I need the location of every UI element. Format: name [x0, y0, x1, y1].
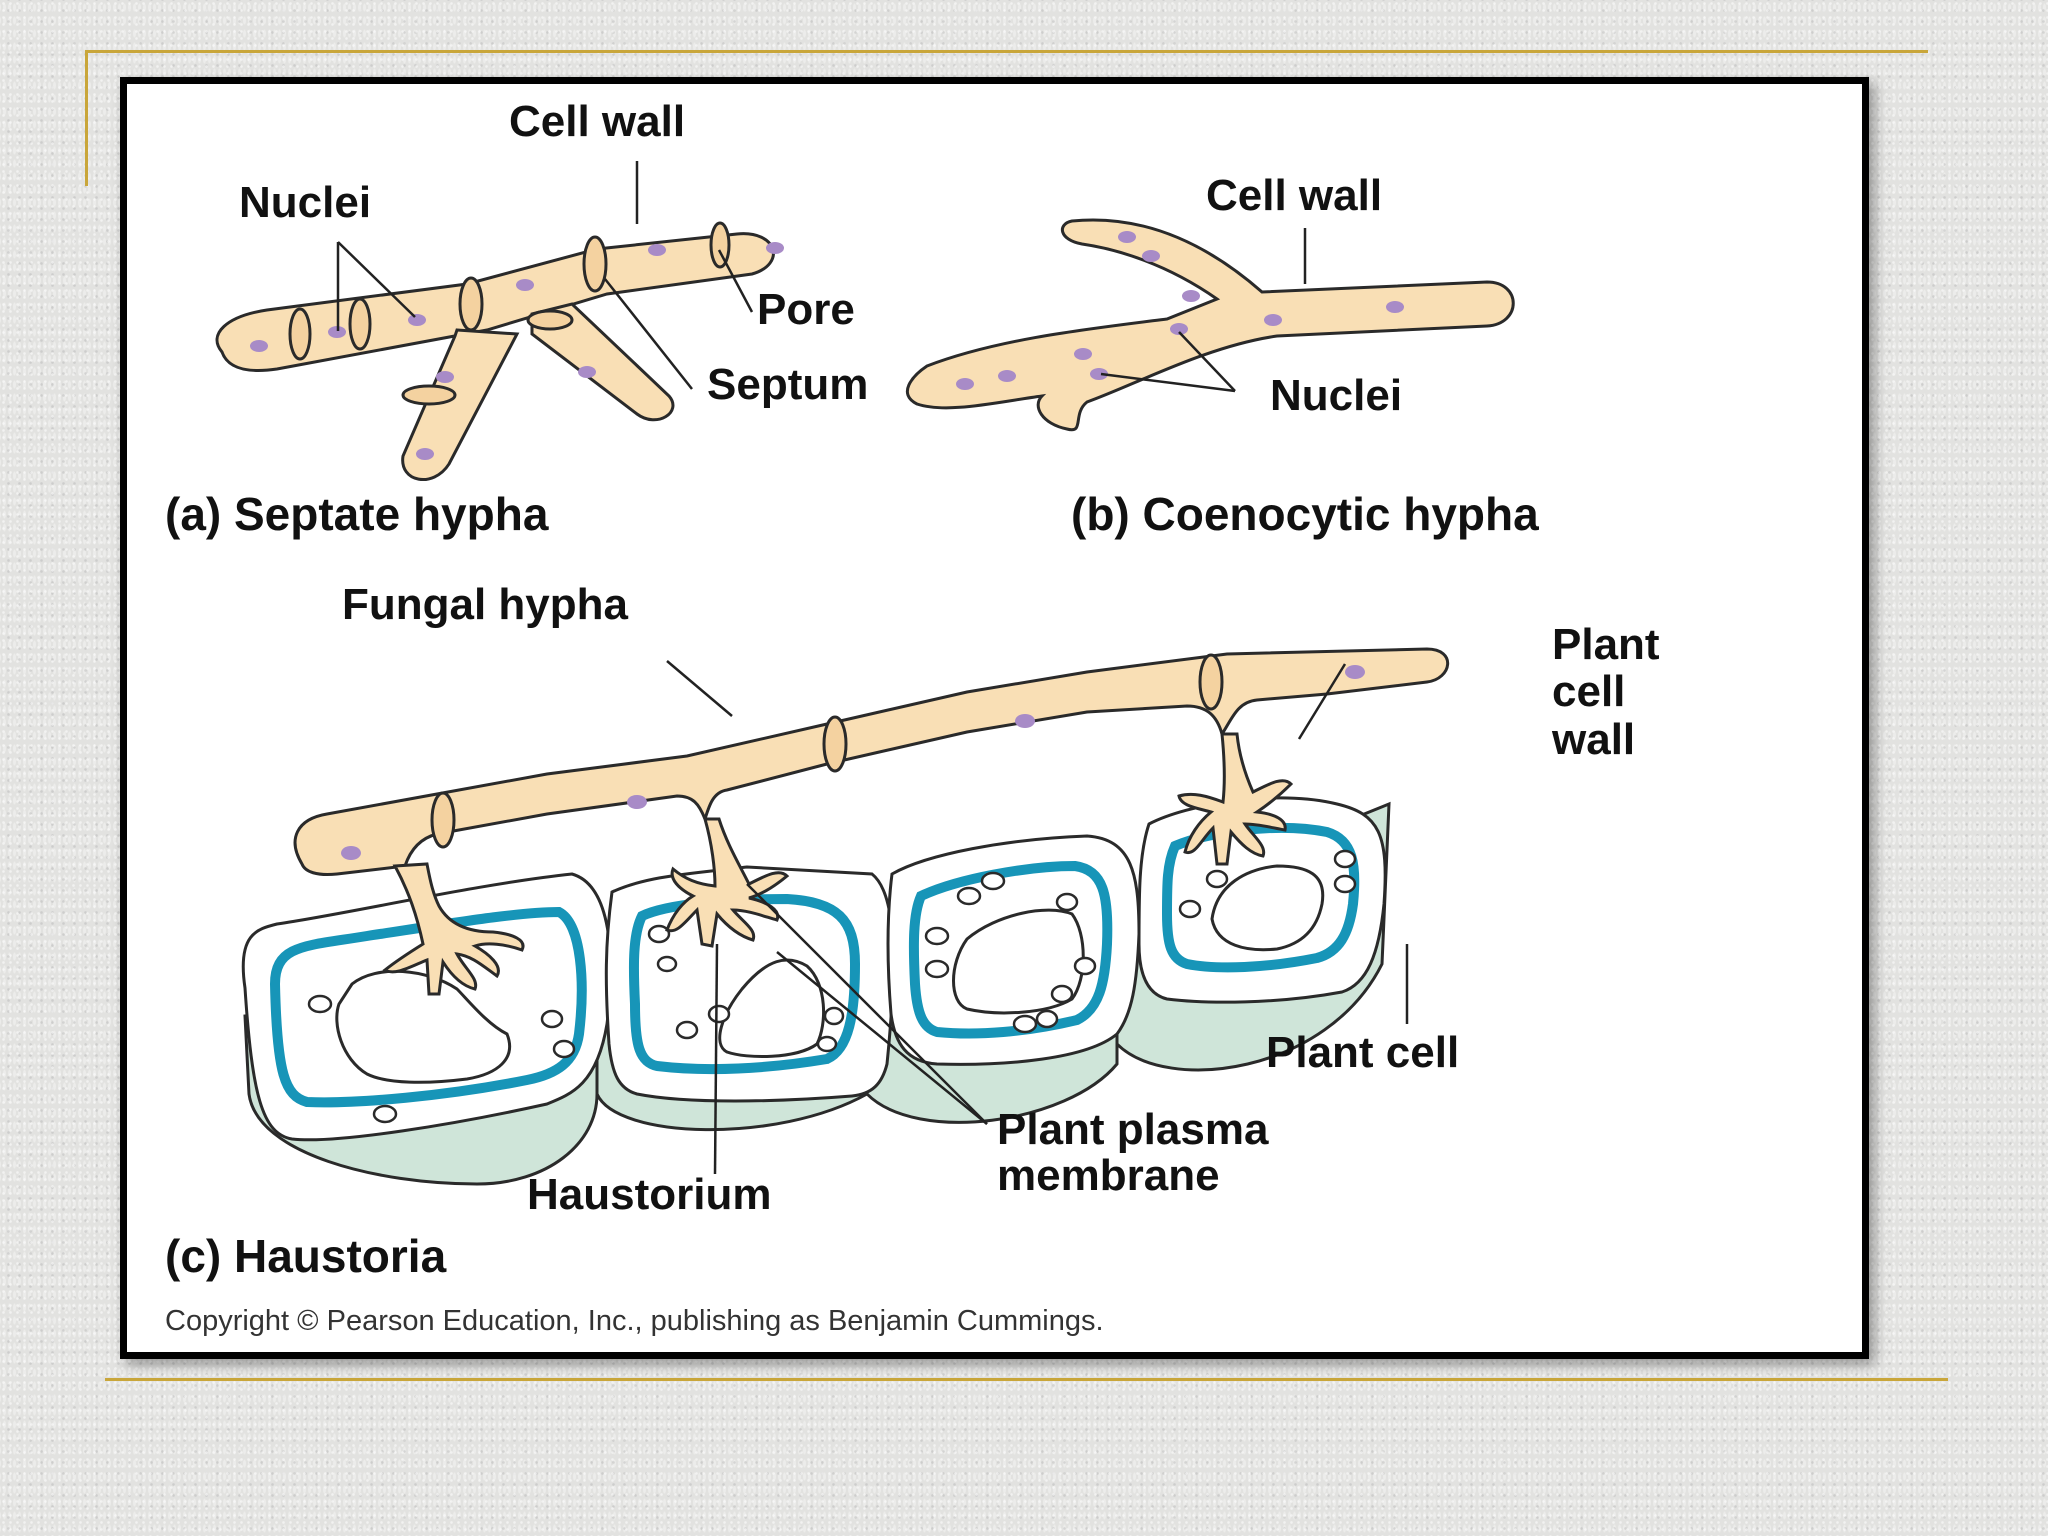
coenocytic-hypha [905, 218, 1515, 432]
caption-haustoria: (c) Haustoria [165, 1230, 447, 1282]
septate-hypha [215, 161, 784, 481]
label-fungal-hypha: Fungal hypha [342, 580, 629, 629]
label-plant-cell-wall-1: Plant [1552, 620, 1660, 669]
label-plant-cell: Plant cell [1266, 1028, 1459, 1077]
caption-coenocytic-hypha: (b) Coenocytic hypha [1071, 488, 1539, 540]
label-plant-plasma-membrane-1: Plant plasma [997, 1105, 1269, 1154]
label-plant-plasma-membrane-2: membrane [997, 1151, 1220, 1200]
label-cell-wall-b: Cell wall [1206, 171, 1382, 220]
label-septum: Septum [707, 360, 868, 409]
top-rule [85, 50, 1928, 53]
caption-septate-hypha: (a) Septate hypha [165, 488, 549, 540]
label-nuclei-a: Nuclei [239, 178, 371, 227]
left-rule [85, 50, 88, 186]
haustoria-illustration [241, 647, 1450, 1186]
fungal-hyphae-diagram: Cell wall Nuclei Pore Septum (a) Septate… [165, 97, 1660, 1337]
label-cell-wall-a: Cell wall [509, 97, 685, 146]
label-plant-cell-wall-2: cell [1552, 667, 1625, 716]
figure-frame: Cell wall Nuclei Pore Septum (a) Septate… [120, 77, 1869, 1359]
label-haustorium: Haustorium [527, 1170, 771, 1219]
bottom-rule [105, 1378, 1948, 1381]
label-pore: Pore [757, 285, 855, 334]
copyright-notice: Copyright © Pearson Education, Inc., pub… [165, 1305, 1104, 1337]
label-nuclei-b: Nuclei [1270, 371, 1402, 420]
label-plant-cell-wall-3: wall [1551, 715, 1635, 764]
